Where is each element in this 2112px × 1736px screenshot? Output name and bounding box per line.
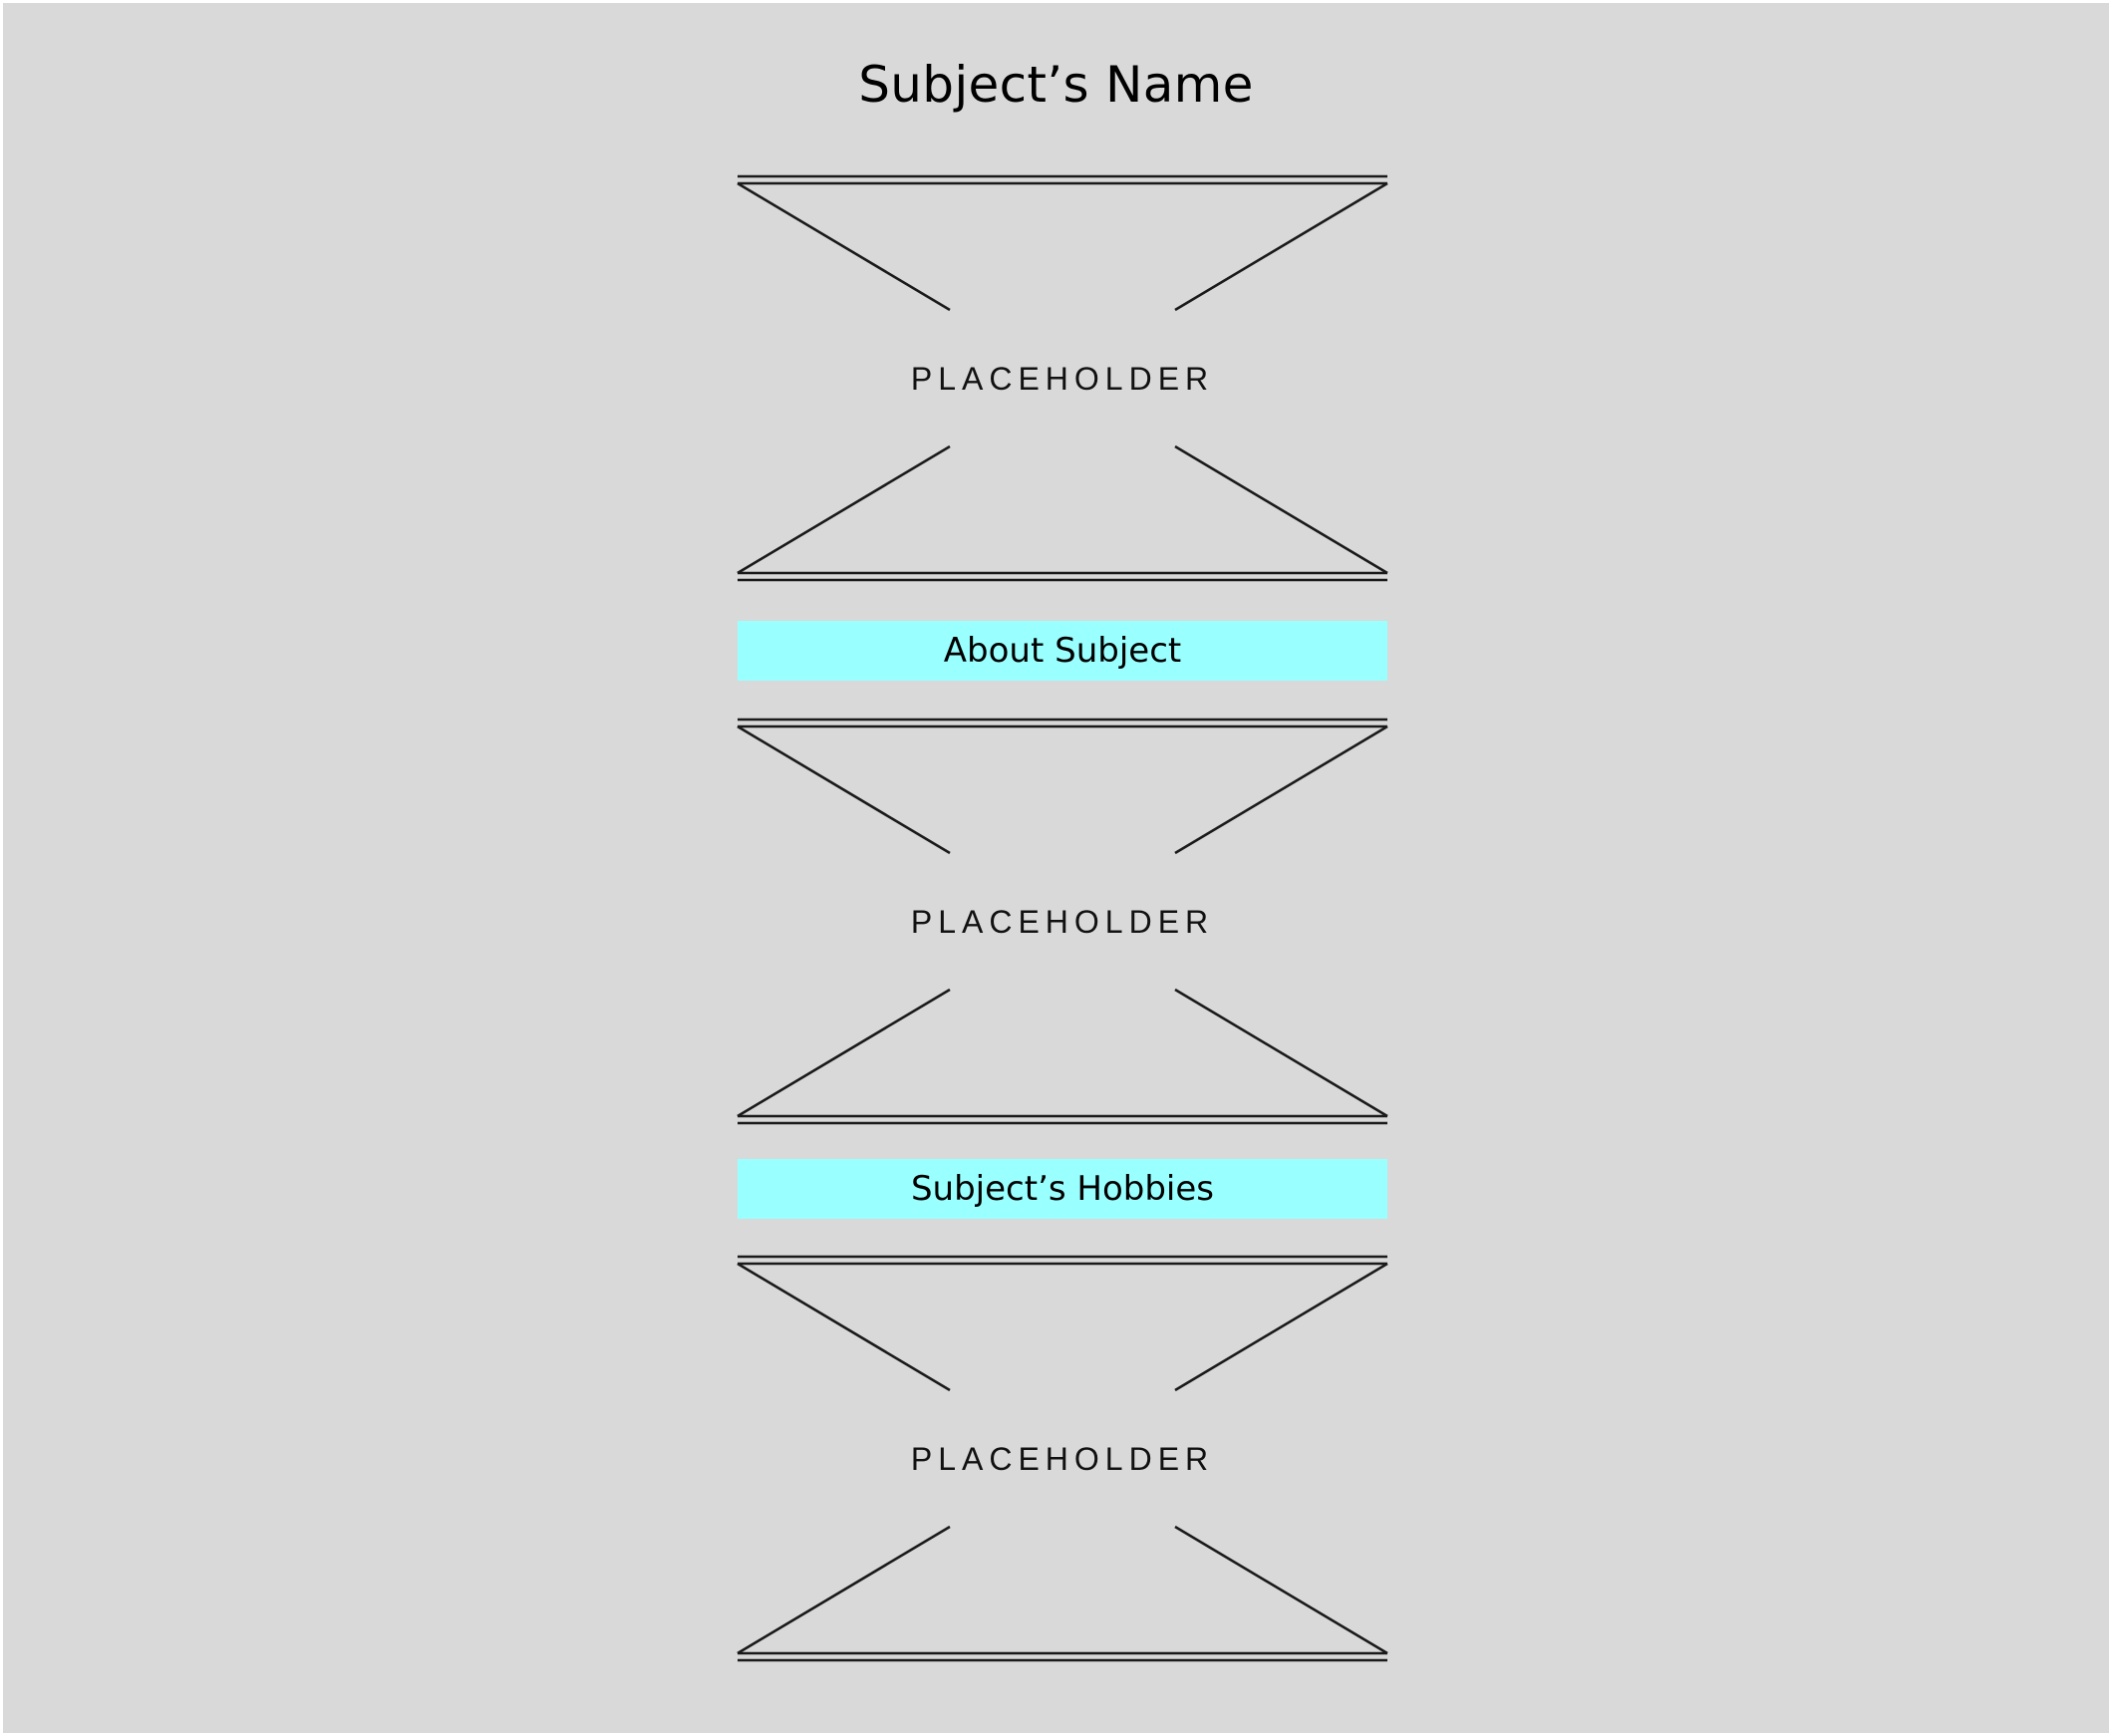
page-title: Subject’s Name xyxy=(858,56,1254,114)
placeholder-graphic xyxy=(737,1255,1388,1662)
diag-top-right xyxy=(1174,1262,1388,1392)
placeholder-graphic xyxy=(737,718,1388,1125)
diag-top-right xyxy=(1174,181,1388,312)
placeholder-label: PLACEHOLDER xyxy=(910,1441,1215,1477)
diag-bottom-right xyxy=(1174,1525,1388,1655)
diag-bottom-right xyxy=(1174,444,1388,575)
section-header-about: About Subject xyxy=(738,621,1387,681)
placeholder-label: PLACEHOLDER xyxy=(910,904,1215,940)
diag-bottom-left xyxy=(737,988,951,1118)
diag-top-right xyxy=(1174,724,1388,855)
section-header-hobbies: Subject’s Hobbies xyxy=(738,1159,1387,1219)
placeholder-label: PLACEHOLDER xyxy=(910,361,1215,397)
diag-top-left xyxy=(737,1262,951,1392)
image-placeholder-about: PLACEHOLDER xyxy=(737,718,1388,1125)
diag-bottom-left xyxy=(737,1525,951,1655)
placeholder-graphic xyxy=(737,174,1388,582)
diag-bottom-left xyxy=(737,444,951,575)
image-placeholder-profile: PLACEHOLDER xyxy=(737,174,1388,582)
diag-top-left xyxy=(737,724,951,855)
diag-bottom-right xyxy=(1174,988,1388,1118)
diag-top-left xyxy=(737,181,951,312)
wireframe-canvas xyxy=(3,3,2109,1733)
image-placeholder-hobbies: PLACEHOLDER xyxy=(737,1255,1388,1662)
